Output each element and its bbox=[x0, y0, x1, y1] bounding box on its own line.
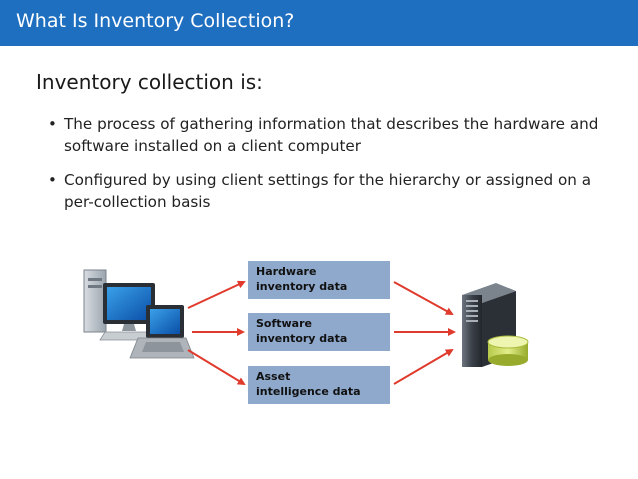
desktop-computer-icon bbox=[83, 269, 165, 341]
box-label-line2: intelligence data bbox=[256, 385, 361, 398]
laptop-icon bbox=[129, 305, 195, 359]
bullet-text: Configured by using client settings for … bbox=[64, 171, 592, 211]
box-label-line1: Hardware bbox=[256, 265, 317, 278]
arrow-asset-to-server bbox=[393, 348, 454, 385]
box-label-line2: inventory data bbox=[256, 332, 348, 345]
arrow-to-hardware-data bbox=[187, 280, 246, 309]
box-label-line2: inventory data bbox=[256, 280, 348, 293]
bullet-marker: • bbox=[48, 171, 57, 189]
bullet-text: The process of gathering information tha… bbox=[64, 115, 599, 155]
asset-intelligence-box: Asset intelligence data bbox=[248, 366, 390, 404]
box-label-line1: Asset bbox=[256, 370, 291, 383]
box-label-line1: Software bbox=[256, 317, 312, 330]
title-bar: What Is Inventory Collection? bbox=[0, 0, 638, 46]
arrow-hardware-to-server bbox=[393, 281, 454, 315]
hardware-inventory-box: Hardware inventory data bbox=[248, 261, 390, 299]
arrow-to-asset-data bbox=[187, 349, 246, 386]
bullet-item: • The process of gathering information t… bbox=[48, 113, 608, 157]
section-heading: Inventory collection is: bbox=[36, 70, 263, 94]
database-icon bbox=[487, 335, 529, 366]
bullet-item: • Configured by using client settings fo… bbox=[48, 169, 608, 213]
slide-title: What Is Inventory Collection? bbox=[16, 10, 295, 32]
bullet-marker: • bbox=[48, 115, 57, 133]
software-inventory-box: Software inventory data bbox=[248, 313, 390, 351]
